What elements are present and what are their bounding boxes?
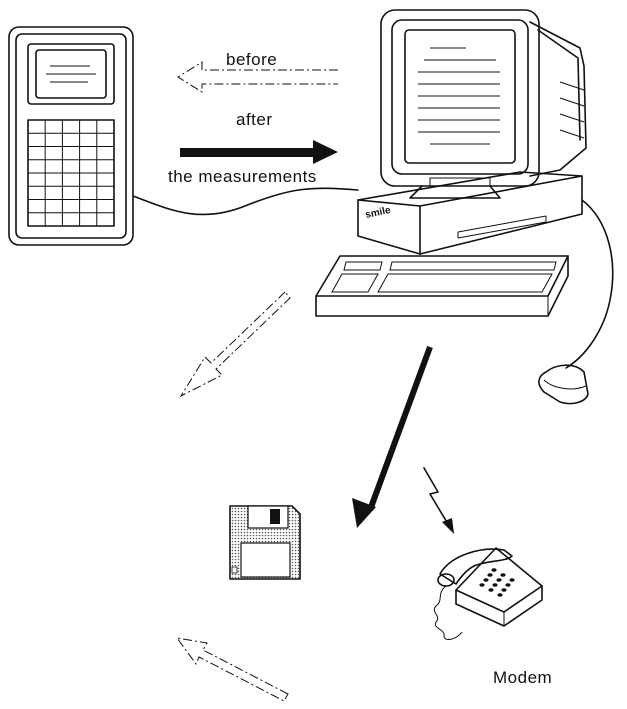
brand-badge: smile xyxy=(364,205,392,221)
desktop-computer-icon: smile xyxy=(358,10,586,254)
terminal-cable xyxy=(133,188,358,214)
measurements-label: the measurements xyxy=(168,167,317,186)
dashed-arrow-down-left xyxy=(181,292,290,396)
floppy-disk-icon xyxy=(230,506,300,579)
mouse-icon xyxy=(539,365,588,403)
keyboard-icon xyxy=(316,256,568,316)
save-to-disk-arrow xyxy=(352,347,430,528)
mouse-cable xyxy=(566,200,613,368)
telephone-icon xyxy=(434,548,542,639)
dashed-arrow-up-left xyxy=(177,638,288,701)
after-arrow xyxy=(180,140,338,164)
modem-label: Modem xyxy=(493,668,552,687)
before-label: before xyxy=(226,50,277,69)
handheld-terminal-icon xyxy=(9,27,133,245)
after-label: after xyxy=(236,110,273,129)
lightning-icon xyxy=(424,468,454,534)
